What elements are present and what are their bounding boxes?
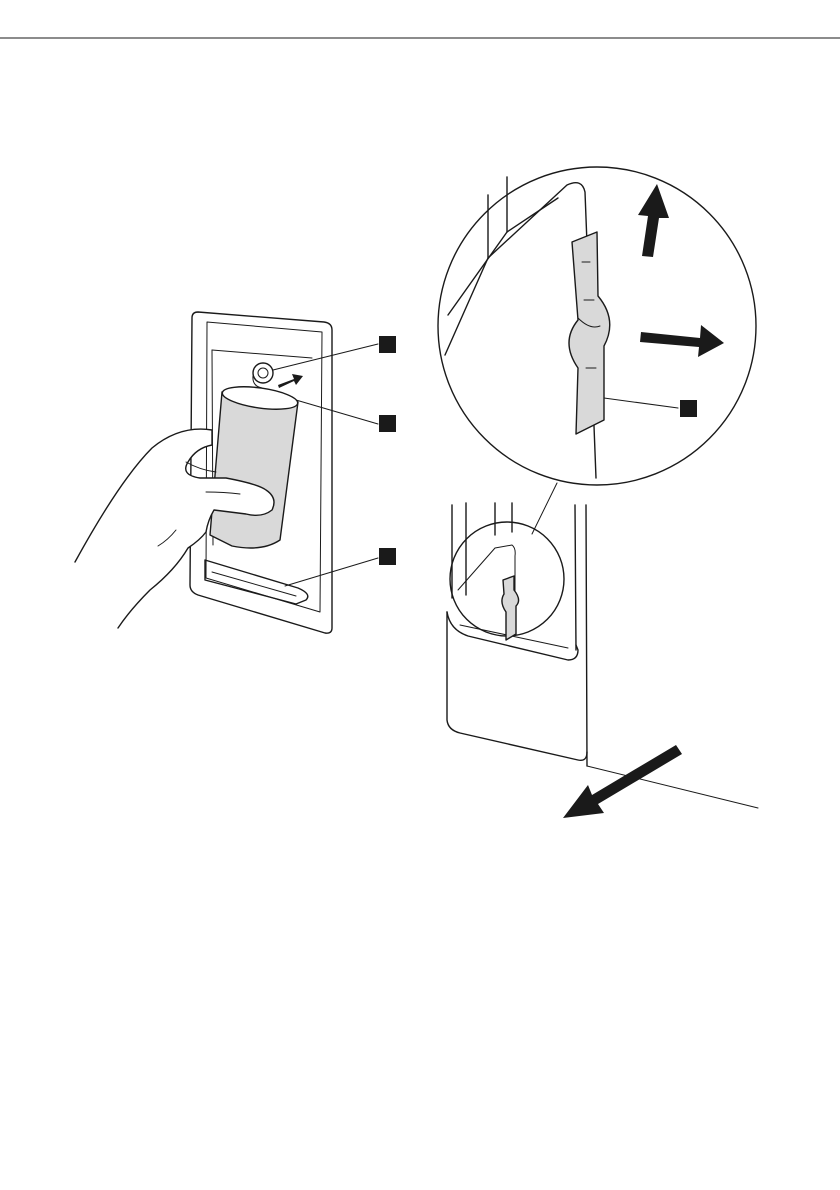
callout-marker bbox=[379, 415, 396, 432]
pull-out-arrow-icon bbox=[563, 745, 682, 818]
callout-marker bbox=[379, 336, 396, 353]
callout-marker bbox=[680, 400, 697, 417]
push-arrow-icon bbox=[278, 374, 303, 388]
dispenser-nozzle bbox=[253, 363, 273, 388]
callout-marker bbox=[379, 548, 396, 565]
dispenser-drawer bbox=[447, 503, 758, 808]
magnified-detail bbox=[438, 167, 756, 485]
cup bbox=[210, 383, 299, 548]
